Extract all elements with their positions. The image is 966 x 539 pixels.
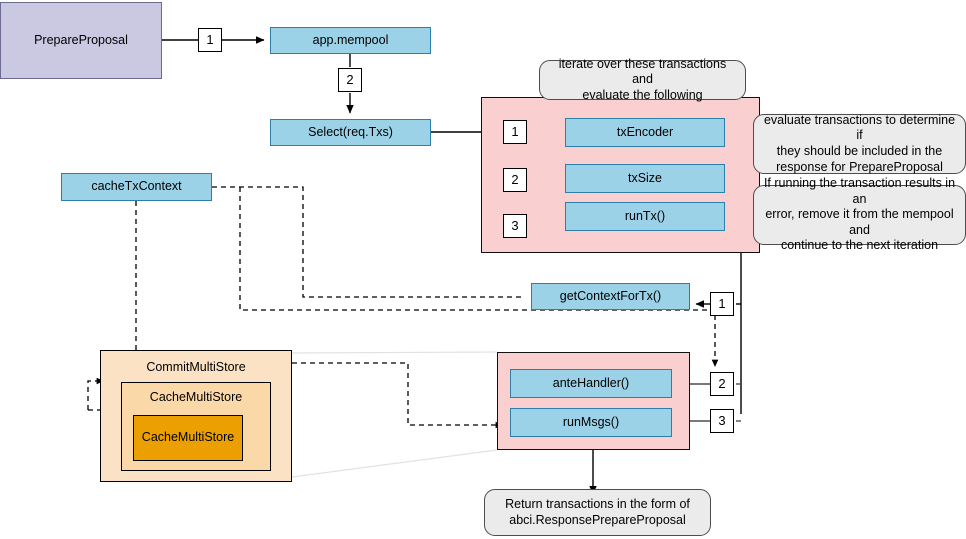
step-badge-3-msgs: 3 bbox=[710, 409, 734, 433]
note-error-line-2: error, remove it from the mempool and bbox=[765, 207, 954, 237]
step-badge-3-loop-label: 3 bbox=[511, 217, 519, 233]
node-ante-handler-label: anteHandler() bbox=[552, 375, 630, 390]
node-cache-multi-store-outer-label: CacheMultiStore bbox=[149, 390, 243, 404]
node-cache-multi-store-inner[interactable]: CacheMultiStore bbox=[133, 415, 243, 461]
note-iterate: iterate over these transactions and eval… bbox=[539, 56, 746, 102]
node-tx-encoder[interactable]: txEncoder bbox=[565, 118, 725, 147]
node-cache-tx-context[interactable]: cacheTxContext bbox=[61, 173, 212, 201]
node-run-tx-label: runTx() bbox=[624, 208, 666, 223]
step-badge-1-top-label: 1 bbox=[206, 31, 214, 47]
step-badge-1-loop-label: 1 bbox=[511, 123, 519, 139]
note-return-response: Return transactions in the form of abci.… bbox=[484, 489, 711, 536]
node-get-context-for-tx-label: getContextForTx() bbox=[559, 288, 662, 303]
node-cache-multi-store-inner-label: CacheMultiStore bbox=[141, 430, 235, 445]
wire-cachetxcontext-to-getcontext bbox=[212, 186, 525, 298]
node-prepare-proposal-label: PrepareProposal bbox=[34, 32, 128, 47]
node-run-tx[interactable]: runTx() bbox=[565, 202, 725, 231]
node-get-context-for-tx[interactable]: getContextForTx() bbox=[531, 283, 690, 310]
note-evaluate-line-3: response for PrepareProposal bbox=[776, 159, 943, 174]
node-prepare-proposal[interactable]: PrepareProposal bbox=[0, 2, 162, 79]
step-badge-1-top: 1 bbox=[198, 28, 222, 52]
step-badge-1-loop: 1 bbox=[503, 120, 527, 144]
node-app-mempool[interactable]: app.mempool bbox=[270, 27, 431, 54]
node-commit-multi-store-label: CommitMultiStore bbox=[146, 360, 246, 374]
node-tx-size[interactable]: txSize bbox=[565, 164, 725, 193]
node-app-mempool-label: app.mempool bbox=[312, 32, 389, 47]
step-badge-3-msgs-label: 3 bbox=[718, 412, 726, 428]
step-badge-3-loop: 3 bbox=[503, 214, 527, 238]
note-error-handling: If running the transaction results in an… bbox=[753, 176, 966, 252]
step-badge-2-mempool-label: 2 bbox=[346, 71, 354, 87]
node-run-msgs[interactable]: runMsgs() bbox=[510, 408, 672, 437]
note-error-line-3: continue to the next iteration bbox=[780, 238, 939, 253]
step-badge-2-mempool: 2 bbox=[338, 68, 362, 92]
node-cache-tx-context-label: cacheTxContext bbox=[91, 179, 182, 194]
node-select-req-txs-label: Select(req.Txs) bbox=[308, 124, 393, 139]
note-evaluate-line-1: evaluate transactions to determine if bbox=[763, 112, 956, 143]
step-badge-2-loop-label: 2 bbox=[511, 171, 519, 187]
note-return-line-1: Return transactions in the form of bbox=[505, 496, 690, 511]
node-tx-encoder-label: txEncoder bbox=[616, 124, 674, 139]
node-select-req-txs[interactable]: Select(req.Txs) bbox=[270, 119, 431, 146]
wire-commitstore-to-runmsgs bbox=[292, 362, 503, 429]
note-iterate-line-2: evaluate the following bbox=[582, 87, 703, 102]
step-badge-1-context-label: 1 bbox=[718, 295, 726, 311]
step-badge-2-ante-label: 2 bbox=[718, 375, 726, 391]
wire-store-zone-bottom bbox=[291, 449, 498, 478]
note-error-line-1: If running the transaction results in an bbox=[763, 175, 956, 206]
node-run-msgs-label: runMsgs() bbox=[562, 414, 620, 429]
note-evaluate-transactions: evaluate transactions to determine if th… bbox=[753, 112, 966, 174]
step-badge-1-context: 1 bbox=[710, 292, 734, 316]
note-iterate-line-1: iterate over these transactions and bbox=[558, 56, 727, 87]
note-evaluate-line-2: they should be included in the bbox=[776, 144, 943, 158]
wire-store-zone-top bbox=[291, 351, 498, 354]
step-badge-2-ante: 2 bbox=[710, 372, 734, 396]
node-tx-size-label: txSize bbox=[627, 170, 663, 185]
step-badge-2-loop: 2 bbox=[503, 168, 527, 192]
note-return-line-2: abci.ResponsePrepareProposal bbox=[509, 512, 686, 527]
node-ante-handler[interactable]: anteHandler() bbox=[510, 369, 672, 398]
